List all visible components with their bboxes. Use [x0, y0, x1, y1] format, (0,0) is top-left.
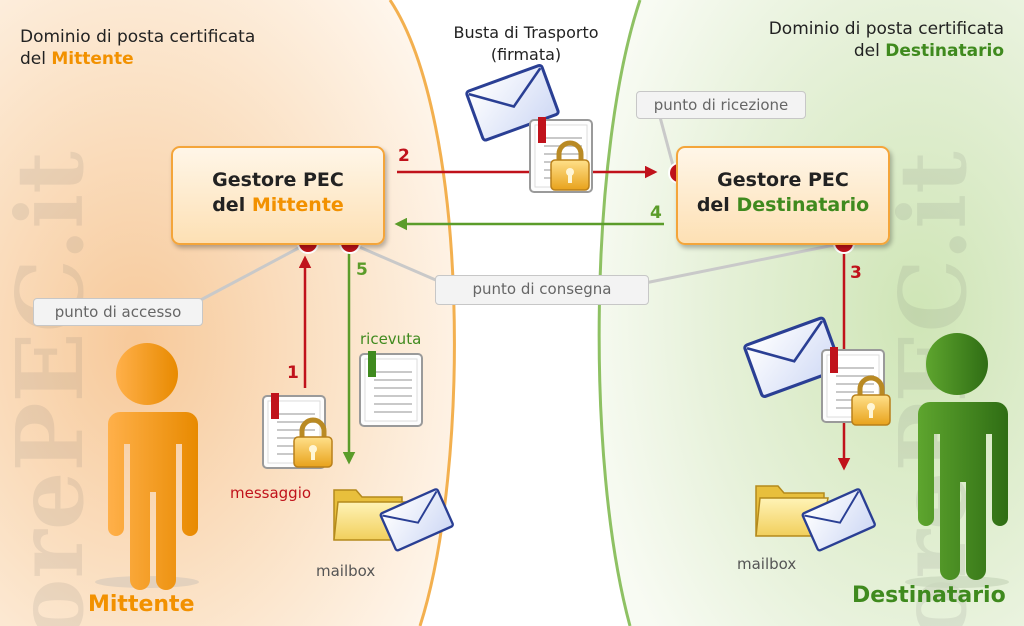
- recipient-domain-name: Destinatario: [885, 41, 1004, 61]
- sender-domain-title: Dominio di posta certificata del Mittent…: [20, 26, 255, 70]
- sender-gateway-line1: Gestore PEC: [212, 169, 344, 191]
- delivery-point-label: punto di consegna: [435, 275, 649, 305]
- signed-document-icon: [529, 117, 593, 193]
- step-2-number: 2: [398, 146, 410, 166]
- sender-gateway-box: Gestore PEC del Mittente: [171, 146, 385, 245]
- sender-domain-prefix: del: [20, 49, 52, 69]
- delivery-leader-left: [349, 241, 446, 286]
- watermark-left: orePEC.it: [0, 151, 104, 626]
- recipient-gateway-name: Destinatario: [736, 194, 870, 216]
- step-4-number: 4: [650, 203, 662, 223]
- recipient-domain-prefix: del: [853, 41, 886, 61]
- sender-gateway-name: Mittente: [251, 194, 344, 216]
- envelope-caption-line2: (firmata): [490, 45, 562, 64]
- step-3-number: 3: [850, 263, 862, 283]
- step-5-number: 5: [356, 260, 368, 280]
- recipient-domain-line1: Dominio di posta certificata: [768, 19, 1004, 39]
- sender-mailbox-label: mailbox: [316, 562, 376, 580]
- recipient-person-icon: [905, 333, 1009, 588]
- reception-point-label: punto di ricezione: [636, 91, 806, 119]
- recipient-mailbox-label: mailbox: [737, 555, 797, 573]
- access-point-label: punto di accesso: [33, 298, 203, 326]
- message-label: messaggio: [230, 484, 312, 502]
- recipient-domain-title: Dominio di posta certificata del Destina…: [769, 18, 1004, 62]
- receipt-document-icon: [359, 351, 423, 427]
- step-1-number: 1: [287, 363, 299, 383]
- sender-person-icon: [95, 343, 199, 590]
- recipient-document-icon: [821, 347, 885, 423]
- sender-domain-name: Mittente: [51, 49, 134, 69]
- envelope-caption: Busta di Trasporto (firmata): [436, 22, 616, 66]
- message-document-icon: [262, 393, 326, 469]
- receipt-label: ricevuta: [360, 330, 422, 348]
- sender-gateway-prefix: del: [212, 194, 252, 216]
- reception-leader: [658, 116, 677, 174]
- recipient-domain-border: [597, 0, 642, 626]
- envelope-caption-line1: Busta di Trasporto: [453, 23, 599, 42]
- recipient-gateway-line1: Gestore PEC: [717, 169, 849, 191]
- sender-domain-line1: Dominio di posta certificata: [20, 27, 256, 47]
- recipient-gateway-box: Gestore PEC del Destinatario: [676, 146, 890, 245]
- recipient-person-label: Destinatario: [852, 583, 1006, 608]
- sender-person-label: Mittente: [88, 592, 195, 617]
- access-leader: [194, 241, 309, 305]
- delivery-leader-right: [639, 241, 845, 286]
- recipient-gateway-prefix: del: [696, 194, 737, 216]
